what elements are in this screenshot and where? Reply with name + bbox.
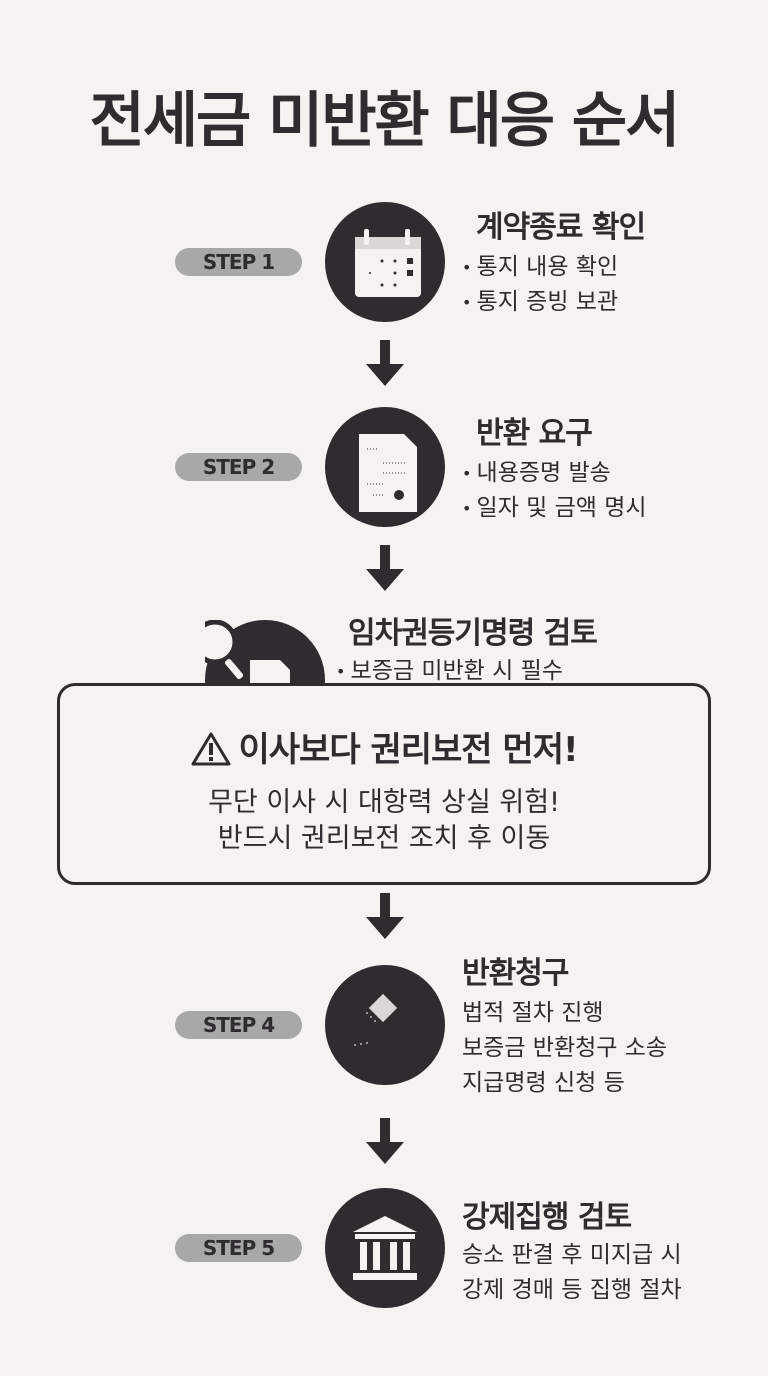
warning-line: 무단 이사 시 대항력 상실 위험! [208, 787, 560, 818]
step-4-badge: STEP 4 [175, 1011, 302, 1039]
warning-callout: 이사보다 권리보전 먼저! 무단 이사 시 대항력 상실 위험! 반드시 권리보… [57, 683, 711, 885]
warning-line: 반드시 권리보전 조치 후 이동 [217, 823, 551, 854]
bullet-item: 강제 경매 등 집행 절차 [462, 1277, 682, 1303]
bullet-item: 통지 증빙 보관 [462, 285, 619, 320]
bullet-item: 법적 절차 진행 [462, 1000, 604, 1026]
bullet-item: 보증금 반환청구 소송 [462, 1035, 668, 1061]
page-title: 전세금 미반환 대응 순서 [89, 86, 681, 156]
courthouse-icon [353, 1216, 417, 1280]
bullet-item: 일자 및 금액 명시 [462, 491, 647, 526]
step-3-bullets: 보증금 미반환 시 필수 [336, 654, 563, 689]
step-5-circle [325, 1188, 445, 1308]
step-4-title: 반환청구 [462, 956, 569, 991]
step-1-circle [325, 202, 445, 322]
step-2-circle [325, 407, 445, 527]
bullet-item: 보증금 미반환 시 필수 [336, 654, 563, 689]
step-4-bullets: 법적 절차 진행 보증금 반환청구 소송 지급명령 신청 등 [462, 996, 667, 1101]
warning-heading-text: 이사보다 권리보전 먼저! [238, 730, 579, 770]
arrow-down-icon [366, 340, 404, 386]
step-2-badge: STEP 2 [175, 453, 302, 481]
bullet-item: 지급명령 신청 등 [462, 1070, 625, 1096]
step-3-title: 임차권등기명령 검토 [348, 616, 598, 651]
bullet-item: 내용증명 발송 [462, 456, 647, 491]
arrow-down-icon [366, 893, 404, 939]
step-4-circle [325, 965, 445, 1085]
step-5-badge: STEP 5 [175, 1234, 302, 1262]
gavel-icon [354, 993, 398, 1046]
arrow-down-icon [366, 545, 404, 591]
document-seal-icon [359, 434, 417, 512]
warning-heading: 이사보다 권리보전 먼저! [60, 722, 708, 771]
step-5-bullets: 승소 판결 후 미지급 시 강제 경매 등 집행 절차 [462, 1238, 682, 1308]
bullet-item: 통지 내용 확인 [462, 250, 619, 285]
arrow-down-icon [366, 1118, 404, 1164]
calendar-icon [355, 229, 421, 297]
warning-triangle-icon [191, 732, 230, 766]
step-2-bullets: 내용증명 발송 일자 및 금액 명시 [462, 456, 647, 526]
step-5-title: 강제집행 검토 [462, 1200, 632, 1235]
bullet-item: 승소 판결 후 미지급 시 [462, 1242, 682, 1268]
step-2-title: 반환 요구 [476, 416, 593, 451]
step-1-title: 계약종료 확인 [476, 210, 646, 245]
step-1-bullets: 통지 내용 확인 통지 증빙 보관 [462, 250, 619, 320]
step-1-badge: STEP 1 [175, 248, 302, 276]
